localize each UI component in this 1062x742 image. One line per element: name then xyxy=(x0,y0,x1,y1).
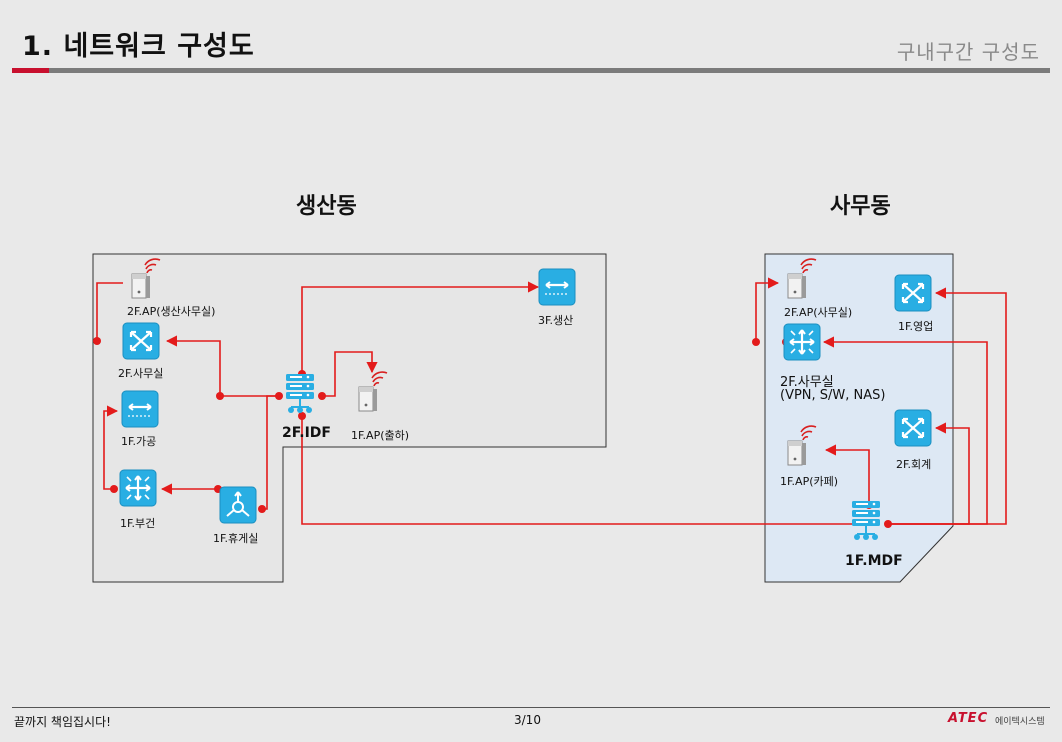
label-sw-1f-sales: 1F.영업 xyxy=(898,320,934,333)
router-icon xyxy=(118,468,158,508)
link-idf-3f xyxy=(301,281,540,374)
label-sw-2f-accounting: 2F.회계 xyxy=(896,458,932,471)
link-idf-2f-office xyxy=(165,335,221,396)
links-production xyxy=(96,281,861,525)
page-title: 1. 네트워크 구성도 xyxy=(22,31,255,62)
server-rack-icon xyxy=(851,500,881,541)
switch-icon xyxy=(893,408,933,448)
label-ap-1f-shipping: 1F.AP(출하) xyxy=(351,429,410,442)
label-sw-1f-processing: 1F.가공 xyxy=(121,435,157,448)
link-mdf-cafe-ap xyxy=(824,444,870,505)
label-sw-3f-production: 3F.생산 xyxy=(538,314,574,327)
label-router-1f-lounge: 1F.휴게실 xyxy=(213,532,259,545)
label-ap-prod-office: 2F.AP(생산사무실) xyxy=(127,305,216,318)
footer-divider xyxy=(12,707,1050,708)
company-logo-subtext: 에이텍시스템 xyxy=(995,717,1045,727)
switch-icon xyxy=(121,321,161,361)
router-icon xyxy=(219,486,257,524)
switch-icon xyxy=(893,273,933,313)
label-idf-2f: 2F.IDF xyxy=(282,425,331,441)
header-accent xyxy=(12,68,49,73)
label-ap-1f-cafe: 1F.AP(카페) xyxy=(780,475,839,488)
page-number: 3/10 xyxy=(514,713,541,727)
header-divider xyxy=(12,68,1050,73)
links-office xyxy=(755,277,1007,525)
company-logo: ATEC xyxy=(948,711,989,726)
switch-icon xyxy=(537,267,577,307)
label-ap-2f-office: 2F.AP(사무실) xyxy=(784,306,853,319)
label-mdf-1f: 1F.MDF xyxy=(845,553,903,569)
label-core-2f-office-sub: (VPN, S/W, NAS) xyxy=(780,388,886,403)
label-sw-2f-office: 2F.사무실 xyxy=(118,367,164,380)
switch-icon xyxy=(120,389,160,429)
server-rack-icon xyxy=(285,373,315,414)
page-subtitle: 구내구간 구성도 xyxy=(896,40,1040,64)
link-2f-office-ap xyxy=(96,282,123,341)
link-mdf-accounting xyxy=(888,422,970,525)
label-router-1f-bugeon: 1F.부건 xyxy=(120,517,156,530)
link-core-2f-ap xyxy=(755,277,780,342)
router-icon xyxy=(782,322,822,362)
link-bugeon-processing xyxy=(103,405,119,490)
link-idf-1f-ap xyxy=(322,351,378,397)
label-core-2f-office: 2F.사무실 xyxy=(780,375,834,390)
group-title-production: 생산동 xyxy=(296,194,357,219)
footer-slogan: 끝까지 책임집시다! xyxy=(14,715,111,729)
link-idf-mdf xyxy=(301,416,861,525)
group-title-office: 사무동 xyxy=(830,194,891,219)
